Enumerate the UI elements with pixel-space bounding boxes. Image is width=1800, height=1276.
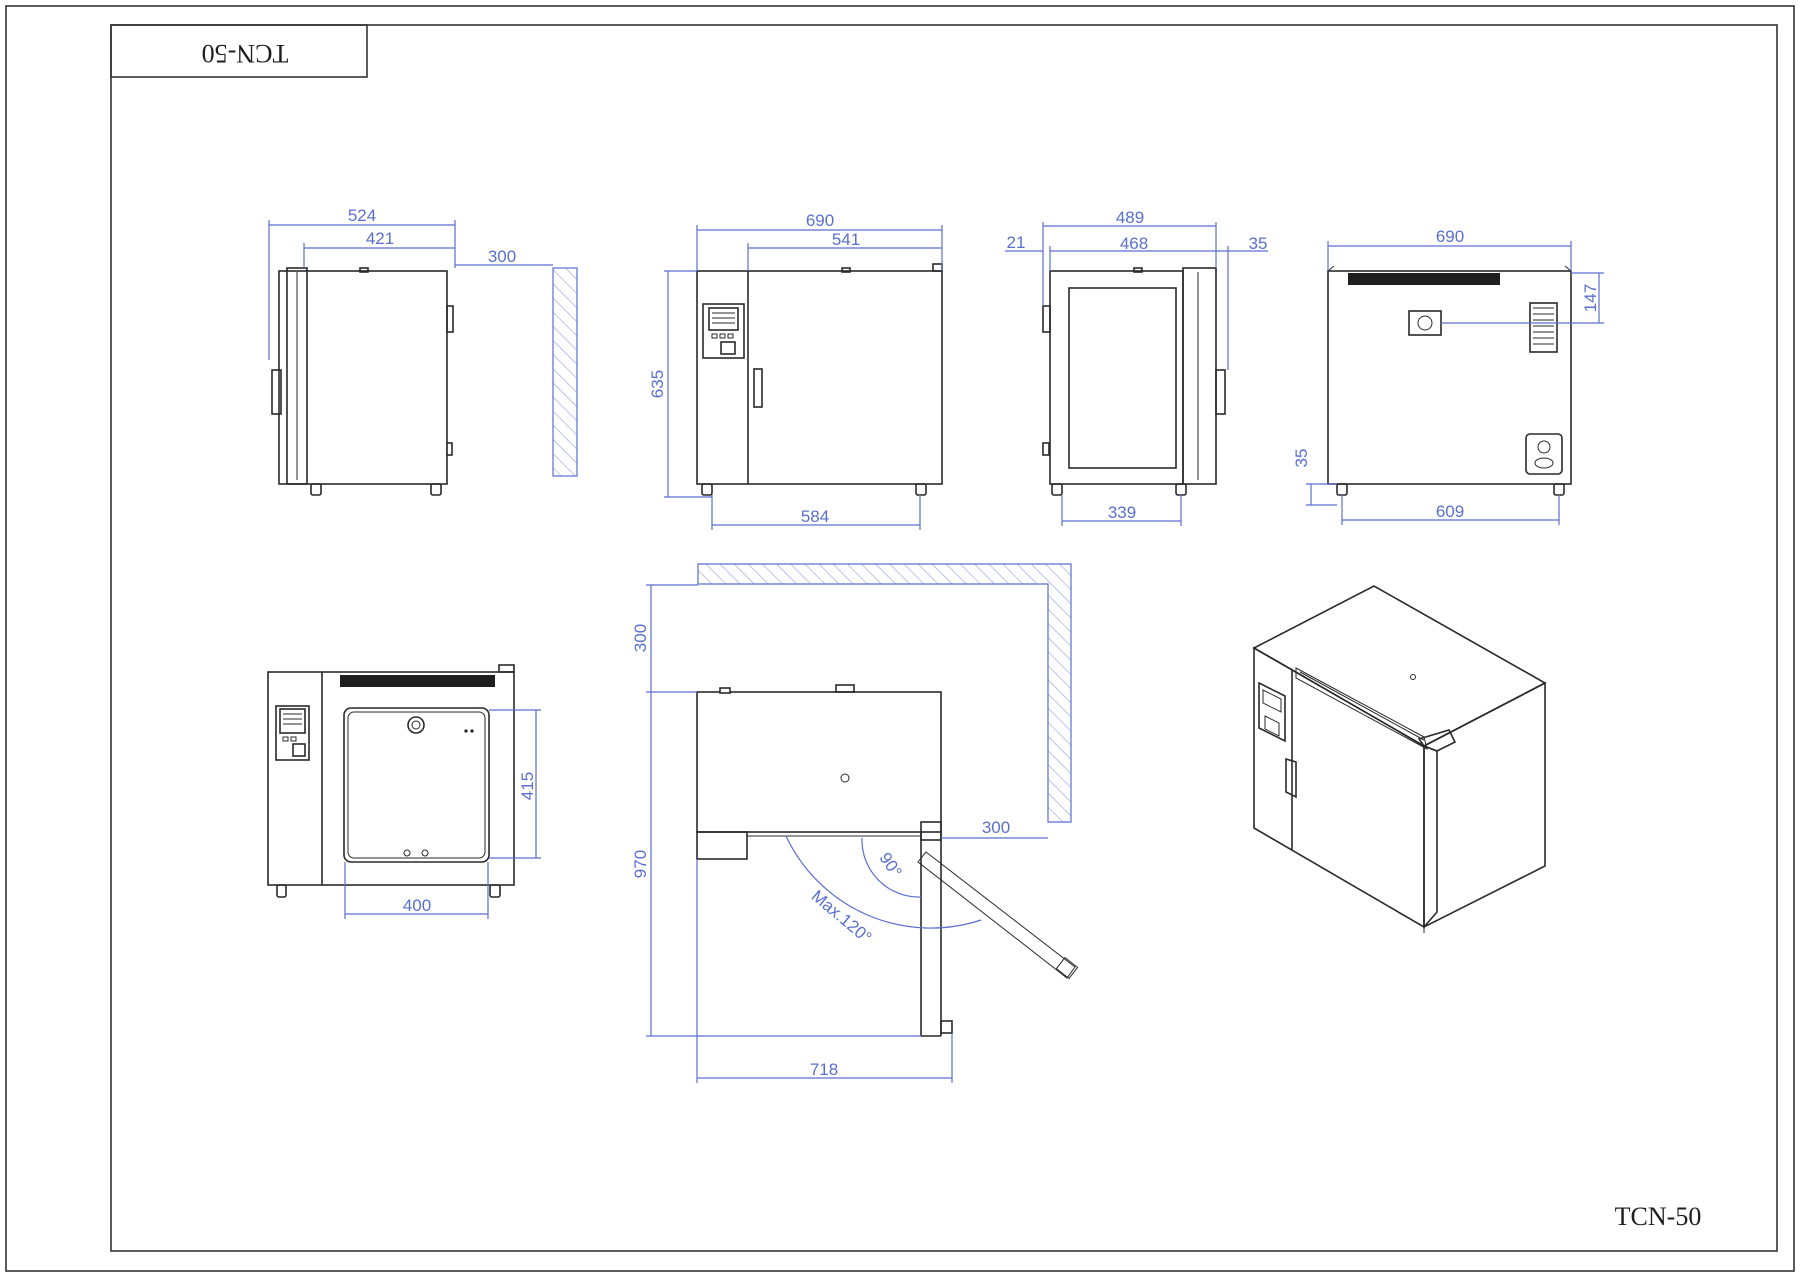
door-handle [753,368,763,408]
plan-body [696,691,942,833]
dim-back-foot-height: 35 [1292,449,1311,468]
dim-glass-feet-span: 339 [1108,503,1136,522]
back-top-vent [1348,273,1500,285]
door-max-open [917,851,1076,979]
dim-plan-depth: 970 [631,850,650,878]
outer-border [5,5,1795,1272]
inner-border [110,24,1778,1252]
dim-plan-side-clearance: 300 [982,818,1010,837]
dim-back-feet-span: 609 [1436,502,1464,521]
front-view [696,263,943,496]
dim-side-wall-clearance: 300 [488,247,516,266]
dim-back-width: 690 [1436,227,1464,246]
side-wall-hatch [552,267,578,477]
dim-chamber-width: 400 [403,896,431,915]
back-view [1327,265,1572,496]
dim-side-body-depth: 421 [366,229,394,248]
dim-side-overall-depth: 524 [348,206,376,225]
dim-back-vent-height: 147 [1581,284,1600,312]
chamber-control-panel [275,705,310,761]
glass-door-view [1042,267,1226,496]
title-block-model: TCN-50 [202,39,289,68]
dim-front-feet-span: 584 [801,507,829,526]
chamber-opening [343,707,490,863]
dim-front-door-width: 541 [832,230,860,249]
dim-glass-right-offset: 35 [1249,234,1268,253]
back-fan [1408,310,1442,336]
dim-glass-inner-width: 468 [1120,234,1148,253]
top-plan-view [696,563,1079,1037]
back-side-louver [1529,302,1558,353]
isometric-view [1252,585,1547,933]
chamber-top-vent [340,675,495,687]
dim-front-overall-width: 690 [806,211,834,230]
door-glass [1068,287,1177,469]
dim-plan-door-angle-max: Max.120° [808,886,875,947]
chamber-dimensions [344,709,541,919]
dim-glass-left-offset: 21 [1007,233,1026,252]
dim-front-height: 635 [648,370,667,398]
power-connector [1525,433,1563,475]
dim-glass-width: 489 [1116,208,1144,227]
dim-plan-width: 718 [810,1060,838,1079]
dim-chamber-height: 415 [518,772,537,800]
plan-wall-hatch [697,563,1072,823]
back-view-dimensions [1306,241,1604,525]
control-panel [702,303,745,359]
corner-model-label: TCN-50 [1615,1202,1702,1231]
front-view-dimensions [664,225,943,530]
iso-control-panel [1258,681,1286,743]
title-block [110,24,368,78]
dim-plan-door-angle-90: 90° [875,849,905,881]
control-display [708,307,739,331]
open-chamber-view [267,664,515,898]
glass-door-dimensions [1005,222,1268,526]
side-view [271,267,454,496]
iso-door-handle [1285,757,1297,799]
side-view-dimensions [268,220,553,360]
dim-plan-rear-clearance: 300 [631,624,650,652]
top-plan-dimensions [646,584,1048,1083]
